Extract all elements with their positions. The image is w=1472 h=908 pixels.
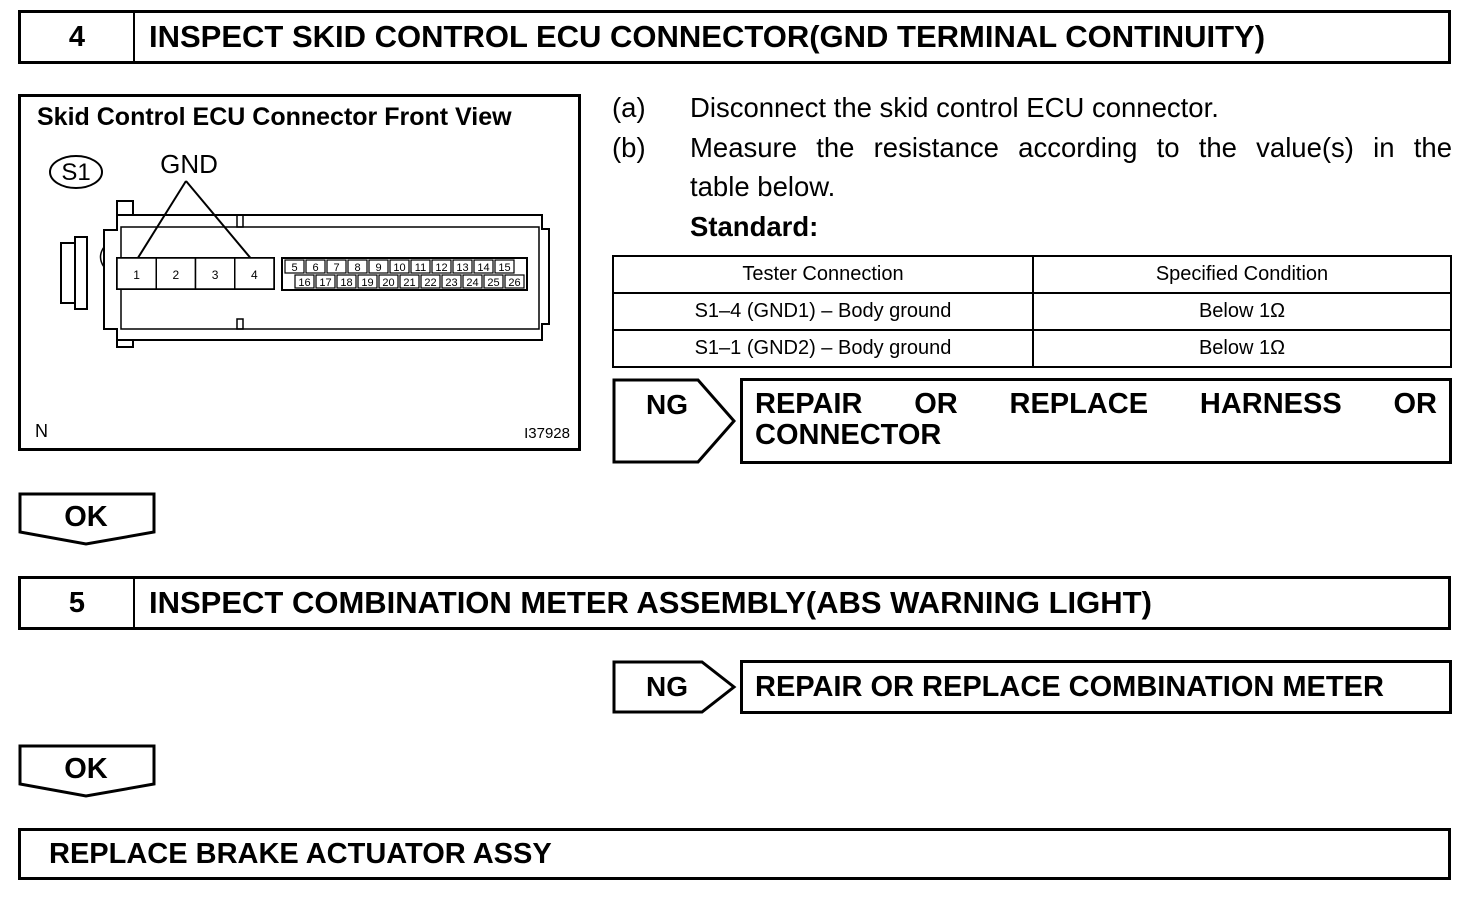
- figure-title: Skid Control ECU Connector Front View: [37, 103, 512, 131]
- standard-label: Standard:: [690, 210, 819, 242]
- pin-number: 23: [445, 277, 457, 289]
- instruction-b-text-line2: table below.: [690, 171, 836, 202]
- pin-number: 9: [375, 262, 381, 274]
- connector-id-text: S1: [61, 159, 90, 186]
- pin-number: 8: [354, 262, 360, 274]
- ok-arrow-1: [18, 492, 156, 546]
- ng-action-box-2: REPAIR OR REPLACE COMBINATION METER: [740, 660, 1452, 714]
- pin-number: 3: [212, 268, 219, 282]
- step-number: 4: [21, 13, 135, 61]
- table-header-cell: Specified Condition: [1032, 255, 1452, 294]
- table-cell: Below 1Ω: [1032, 292, 1452, 331]
- pin-number: 1: [133, 268, 140, 282]
- pin-cell: [389, 259, 410, 274]
- pin-cell: [294, 274, 315, 289]
- spec-table: Tester Connection Specified Condition S1…: [612, 255, 1452, 368]
- table-row: S1–1 (GND2) – Body ground Below 1Ω: [612, 329, 1452, 368]
- pin-cell: [462, 274, 483, 289]
- pin-number: 21: [403, 277, 415, 289]
- ng-arrow-2: [612, 660, 737, 714]
- instruction-b-text-line1: Measure the resistance according to the …: [690, 131, 1452, 163]
- instruction-b-continuation: table below.: [612, 167, 1452, 207]
- pin-cell: [494, 259, 515, 274]
- instruction-a: (a) Disconnect the skid control ECU conn…: [612, 88, 1452, 128]
- standard-row: Standard:: [612, 207, 1452, 247]
- pin-cell: [284, 259, 305, 274]
- indent-spacer: [612, 207, 690, 247]
- connector-id-oval: [49, 155, 103, 189]
- ok-label-1: OK: [64, 501, 108, 533]
- pin-number: 15: [498, 262, 510, 274]
- pin-cell: [399, 274, 420, 289]
- pin-cell: [504, 274, 525, 289]
- pin-cell: [452, 259, 473, 274]
- table-row: S1–4 (GND1) – Body ground Below 1Ω: [612, 292, 1452, 331]
- figure-corner-label: N: [35, 421, 48, 441]
- pin-cell: [326, 259, 347, 274]
- pin-cell: [336, 274, 357, 289]
- instruction-b: (b) Measure the resistance according to …: [612, 128, 1452, 168]
- instruction-b-label: (b): [612, 131, 646, 163]
- pin-number: 25: [487, 277, 499, 289]
- gnd-label: GND: [160, 149, 218, 179]
- pin-number: 10: [393, 262, 405, 274]
- pin-cell: [441, 274, 462, 289]
- pin-number: 5: [291, 262, 297, 274]
- pin-number: 16: [298, 277, 310, 289]
- pin-number: 26: [508, 277, 520, 289]
- table-cell: Below 1Ω: [1032, 329, 1452, 368]
- pin-number: 20: [382, 277, 394, 289]
- pin-number: 6: [312, 262, 318, 274]
- ng-label-1: NG: [646, 389, 688, 420]
- pin-cell: [116, 257, 157, 290]
- pin-cell: [305, 259, 326, 274]
- figure-code: I37928: [524, 425, 570, 442]
- ng-label-2: NG: [646, 671, 688, 702]
- table-header-cell: Tester Connection: [612, 255, 1034, 294]
- pin-number: 17: [319, 277, 331, 289]
- instruction-a-text: Disconnect the skid control ECU connecto…: [690, 92, 1219, 123]
- pin-number: 4: [251, 268, 258, 282]
- pin-cell: [234, 257, 275, 290]
- step-title: INSPECT COMBINATION METER ASSEMBLY(ABS W…: [149, 585, 1152, 620]
- ok-arrow-2: [18, 744, 156, 798]
- step-5-header: 5 INSPECT COMBINATION METER ASSEMBLY(ABS…: [18, 576, 1451, 630]
- step-4-header: 4 INSPECT SKID CONTROL ECU CONNECTOR(GND…: [18, 10, 1451, 64]
- pin-cell: [410, 259, 431, 274]
- pin-cell: [378, 274, 399, 289]
- table-cell: S1–1 (GND2) – Body ground: [612, 329, 1034, 368]
- connector-figure: Skid Control ECU Connector Front View S1…: [18, 94, 581, 451]
- pin-cell: [473, 259, 494, 274]
- pin-cell: [347, 259, 368, 274]
- pin-number: 2: [173, 268, 180, 282]
- pin-number: 18: [340, 277, 352, 289]
- pin-number: 14: [477, 262, 489, 274]
- pin-cell: [420, 274, 441, 289]
- instructions: (a) Disconnect the skid control ECU conn…: [612, 88, 1452, 246]
- ng-action-box-1: REPAIR OR REPLACE HARNESS OR CONNECTOR: [740, 378, 1452, 464]
- step-title: INSPECT SKID CONTROL ECU CONNECTOR(GND T…: [149, 19, 1266, 54]
- ng-arrow-1: [612, 378, 736, 464]
- pin-number: 19: [361, 277, 373, 289]
- pin-number: 24: [466, 277, 478, 289]
- step-number: 5: [21, 579, 135, 627]
- ok-label-2: OK: [64, 753, 108, 785]
- pin-cell: [368, 259, 389, 274]
- pin-cell: [357, 274, 378, 289]
- table-header-row: Tester Connection Specified Condition: [612, 255, 1452, 294]
- pin-cell: [483, 274, 504, 289]
- pin-number: 7: [333, 262, 339, 274]
- pin-cell: [315, 274, 336, 289]
- final-step-box: REPLACE BRAKE ACTUATOR ASSY: [18, 828, 1451, 880]
- table-cell: S1–4 (GND1) – Body ground: [612, 292, 1034, 331]
- instruction-a-label: (a): [612, 92, 646, 123]
- indent-spacer: [612, 167, 690, 207]
- pin-number: 11: [415, 262, 426, 274]
- pin-cell: [431, 259, 452, 274]
- pin-number: 12: [435, 262, 447, 274]
- pin-number: 22: [424, 277, 436, 289]
- pin-number: 13: [456, 262, 468, 274]
